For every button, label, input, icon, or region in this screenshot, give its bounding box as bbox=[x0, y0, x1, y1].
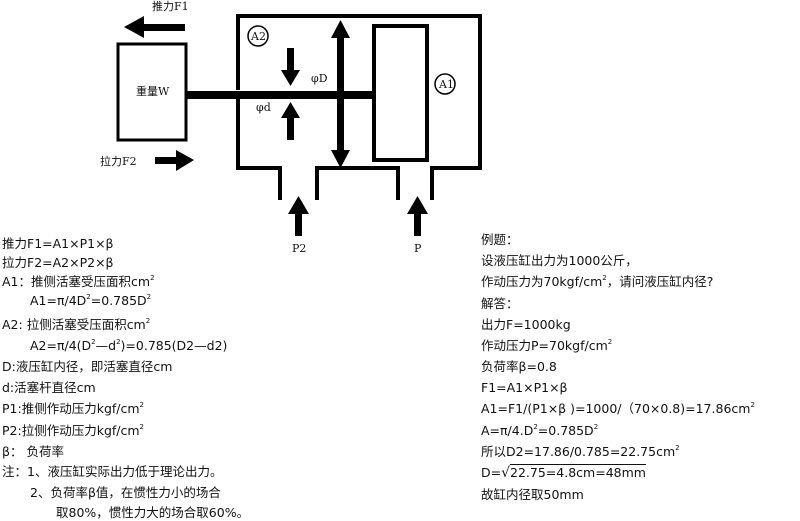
p-arrow bbox=[407, 196, 428, 236]
solution-heading: 解答： bbox=[481, 296, 519, 311]
push-formula: 推力F1=A1×P1×β bbox=[2, 236, 114, 251]
solution-a1-calc: A1=F1/(P1×β )=1000/（70×0.8)=17.86cm2 bbox=[481, 401, 755, 416]
solution-f1-formula: F1=A1×P1×β bbox=[481, 380, 568, 395]
a1-label: A1 bbox=[438, 78, 454, 91]
a2-label: A2 bbox=[250, 30, 266, 43]
a1-marker bbox=[434, 73, 456, 95]
pull-label: 拉力F2 bbox=[100, 154, 137, 168]
solution-d-squared: 所以D2=17.86/0.785=22.75cm2 bbox=[481, 444, 680, 459]
bore-definition: D:液压缸内径，即活塞直径cm bbox=[2, 359, 173, 374]
example-heading: 例题： bbox=[481, 232, 519, 247]
push-label: 推力F1 bbox=[152, 0, 189, 13]
p2-label: P2 bbox=[292, 242, 306, 255]
note-2-continued: 取80%，惯性力大的场合取60%。 bbox=[56, 505, 250, 520]
a1-formula: A1=π/4D2=0.785D2 bbox=[30, 293, 152, 308]
piston bbox=[372, 24, 429, 162]
push-arrow bbox=[124, 16, 185, 38]
rod-diameter-arrows bbox=[281, 48, 300, 140]
p1-definition: P1:推侧作动压力kgf/cm2 bbox=[2, 401, 145, 416]
example-given-1: 设液压缸出力为1000公斤， bbox=[481, 253, 638, 268]
p2-definition: P2:拉侧作动压力kgf/cm2 bbox=[2, 423, 145, 438]
pull-formula: 拉力F2=A2×P2×β bbox=[2, 255, 114, 270]
weight-label: 重量W bbox=[136, 84, 170, 98]
a1-definition: A1：推侧活塞受压面积cm2 bbox=[2, 274, 155, 289]
phi-D-label: φD bbox=[311, 72, 328, 85]
solution-force: 出力F=1000kg bbox=[481, 317, 571, 332]
weight-block bbox=[116, 42, 188, 142]
solution-area-formula: A=π/4.D2=0.785D2 bbox=[481, 423, 599, 438]
p-label: P bbox=[414, 242, 422, 255]
example-given-2: 作动压力为70kgf/cm2，请问液压缸内径? bbox=[481, 274, 714, 289]
note-1: 注：1、液压缸实际出力低于理论出力。 bbox=[2, 464, 223, 479]
bore-diameter-arrow bbox=[331, 20, 350, 168]
solution-d-value: D=√22.75=4.8cm=48mm bbox=[481, 464, 646, 481]
phi-d-label: φd bbox=[256, 101, 271, 114]
p2-arrow bbox=[288, 196, 309, 236]
a2-definition: A2: 拉侧活塞受压面积cm2 bbox=[2, 317, 151, 332]
cylinder-body bbox=[236, 14, 482, 200]
piston-rod bbox=[186, 91, 376, 99]
note-2: 2、负荷率β值，在惯性力小的场合 bbox=[30, 485, 221, 500]
sqrt-icon: √ bbox=[501, 465, 511, 481]
rod-definition: d:活塞杆直径cm bbox=[2, 380, 96, 395]
solution-conclusion: 故缸内径取50mm bbox=[481, 487, 584, 502]
a2-marker bbox=[247, 25, 269, 47]
solution-pressure: 作动压力P=70kgf/cm2 bbox=[481, 338, 613, 353]
pull-arrow bbox=[155, 150, 194, 171]
a2-formula: A2=π/4(D2—d2)=0.785(D2—d2) bbox=[30, 338, 228, 353]
solution-load-rate: 负荷率β=0.8 bbox=[481, 359, 557, 374]
beta-definition: β： 负荷率 bbox=[2, 444, 64, 459]
